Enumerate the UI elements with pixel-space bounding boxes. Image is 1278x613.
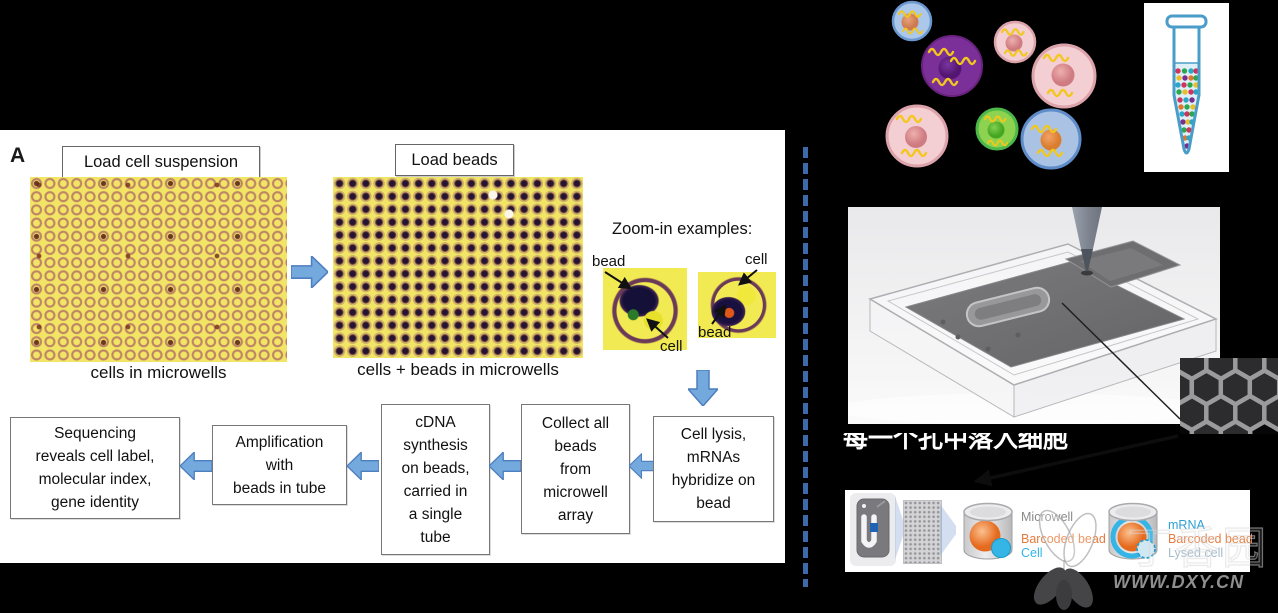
bead-dots (1175, 68, 1199, 149)
microwell-chip-photo (848, 207, 1220, 424)
cell (993, 20, 1037, 64)
microwell-array-cells-beads-image (333, 177, 583, 358)
cell (921, 35, 983, 97)
zoom-pointer-line (1061, 302, 1181, 420)
bead-label-2: bead (698, 324, 732, 341)
load-cell-suspension-box: Load cell suspension (62, 146, 260, 178)
lysed-cell-label: Lysed cell (1168, 546, 1224, 560)
pipette-tip (1072, 207, 1102, 249)
step-amplification-box: Amplification with beads in tube (212, 425, 347, 505)
step-collect-beads-box: Collect all beads from microwell array (521, 404, 630, 534)
cell (975, 107, 1019, 151)
dxy-watermark-characters: 丁香园 (1127, 523, 1269, 573)
zoom-example-2-image (698, 272, 776, 338)
chip-plate (904, 261, 1186, 368)
cell-suspension-illustration (885, 0, 1097, 170)
load-beads-box: Load beads (395, 144, 514, 176)
cell-label-1: cell (660, 338, 683, 355)
chinese-caption: 每一个孔中落入细胞 (843, 433, 1069, 453)
pointer-arrow-icon (973, 434, 1179, 487)
microwell-label: Microwell (1021, 510, 1073, 524)
cell (891, 0, 933, 42)
bead-tube-icon (1165, 14, 1208, 155)
dxy-leaf-logo (1033, 509, 1097, 610)
arrow-left-icon (180, 452, 212, 480)
honeycomb-microwell-image (1180, 358, 1278, 434)
arrow-left-icon (489, 452, 521, 480)
bead-label-1: bead (592, 253, 626, 270)
microwell-with-lysed-cell (1108, 502, 1158, 560)
cartridge-icon (850, 493, 896, 566)
panel-letter: A (10, 144, 26, 167)
arrow-left-icon (347, 452, 379, 480)
caption-cells-in-microwells: cells in microwells (90, 363, 227, 382)
arrow-left-icon (629, 453, 657, 479)
dashed-divider (803, 147, 808, 587)
microwell-array-cells-image (30, 177, 287, 362)
zoom-examples-title: Zoom-in examples: (612, 220, 753, 238)
cell-label-2: cell (745, 251, 768, 268)
step-cell-lysis-box: Cell lysis, mRNAs hybridize on bead (653, 416, 774, 522)
mrna-label: mRNA (1168, 518, 1205, 532)
microwell-pattern (903, 500, 942, 564)
microwell-with-bead-cell (963, 502, 1013, 560)
zoom-beam (895, 496, 904, 560)
cell (885, 104, 949, 168)
barcoded-bead-label: Barcoded bead (1168, 532, 1253, 546)
bead-tube-panel (1144, 3, 1229, 172)
arrow-right-icon (291, 256, 328, 288)
pointer-arrows-icon (604, 269, 758, 339)
cell (1031, 43, 1097, 109)
microwell-schematic-strip: Microwell Barcoded bead Cell mRNA Barcod… (845, 490, 1253, 572)
zoom-beam (940, 504, 956, 556)
lysed-cell-dot (1136, 539, 1156, 559)
dxy-watermark-url: WWW.DXY.CN (1113, 572, 1244, 592)
step-sequencing-box: Sequencing reveals cell label, molecular… (10, 417, 180, 519)
step-cdna-synthesis-box: cDNA synthesis on beads, carried in a si… (381, 404, 490, 555)
workflow-panel: A Load cell suspension Load beads cells … (0, 130, 785, 563)
zoom-example-1-image (603, 268, 687, 350)
caption-cells-beads-in-microwells: cells + beads in microwells (357, 360, 559, 379)
arrow-down-icon (688, 370, 718, 406)
cell-label: Cell (1021, 546, 1043, 560)
cell (1020, 108, 1082, 170)
cell-dot (991, 538, 1011, 558)
